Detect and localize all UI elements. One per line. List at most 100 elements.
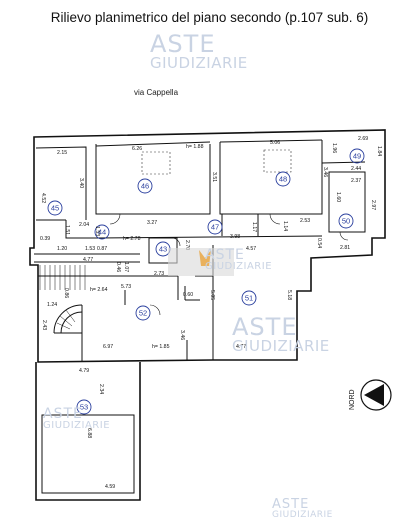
dimension-label: h= 2.78 [123,236,141,242]
dimension-label: 0.86 [63,288,69,298]
room-48-marker: 48 [275,171,291,187]
dimension-label: 2.70 [184,240,190,250]
dimension-label: 1.14 [282,221,288,231]
dimension-label: 4.79 [79,368,89,374]
door-swings [109,213,349,316]
dimension-label: 6.88 [86,428,92,438]
room-49-marker: 49 [349,148,365,164]
dimension-label: 6.26 [132,146,142,152]
room-53-marker: 53 [76,399,92,415]
watermark-logo-center: ASTE GIUDIZIARIE [232,315,330,354]
room-43-label: 43 [159,245,167,254]
watermark-line2: GIUDIZIARIE [205,261,273,272]
room-50-marker: 50 [338,213,354,229]
dimension-label: 2.04 [79,222,89,228]
dimension-label: 2.69 [358,136,368,142]
dimension-label: 4.52 [40,193,46,203]
room-45-marker: 45 [47,200,63,216]
compass-label: NORD [349,389,356,410]
dimension-label: 5.05 [209,290,215,300]
outer-walls [29,129,386,501]
dimension-label: 5.18 [286,290,292,300]
skylights [141,149,292,175]
dimension-label: h= 2.64 [90,287,108,293]
dimension-label: 4.59 [105,484,115,490]
room-47-marker: 47 [207,219,223,235]
room-51-label: 51 [245,294,253,303]
dimension-label: 4.77 [83,257,93,263]
room-43-marker: 43 [155,241,171,257]
watermark-line2: GIUDIZIARIE [43,420,111,431]
watermark-line2: GIUDIZIARIE [232,337,330,355]
dimension-label: 3.46 [179,330,185,340]
dimension-label: 1.20 [57,246,67,252]
plan-title: Rilievo planimetrico del piano secondo (… [50,10,369,25]
watermark-line1: ASTE [205,247,245,263]
dimension-label: 0.46 [115,262,121,272]
dimension-labels: 2.15 6.26 h= 1.88 5.06 1.96 2.69 1.84 3.… [40,136,382,490]
dimension-label: 5.06 [270,140,280,146]
dimension-label: 2.81 [340,245,350,251]
dimension-label: 1.07 [123,262,129,272]
dimension-label: 2.53 [300,218,310,224]
interior-walls [34,139,366,494]
dimension-label: 0.39 [40,236,50,242]
room-46-label: 46 [141,182,149,191]
street-label: via Cappella [134,88,179,97]
dimension-label: 1.53 [85,246,95,252]
dimension-label: 3.40 [78,178,84,188]
dimension-label: 3.27 [147,220,157,226]
dimension-label: 6.97 [103,344,113,350]
room-markers: 45 46 47 48 49 50 44 43 51 52 53 [47,148,365,415]
dimension-label: h= 1.85 [152,344,170,350]
dimension-label: 1.51 [64,225,70,235]
room-48-label: 48 [279,175,287,184]
dimension-label: h= 1.88 [186,144,204,150]
dimension-label: 4.77 [236,344,246,350]
room-52-marker: 52 [135,305,151,321]
room-53-label: 53 [80,403,88,412]
dimension-label: 3.46 [322,167,328,177]
dimension-label: 2.44 [351,166,361,172]
stair-treads [39,265,86,330]
dimension-label: 2.43 [41,320,47,330]
north-compass-icon [360,379,392,411]
room-46-marker: 46 [137,178,153,194]
room-51-marker: 51 [241,290,257,306]
room-49-label: 49 [353,152,361,161]
emblem-logo [168,248,234,276]
dimension-label: 2.73 [154,271,164,277]
dimension-label: 2.15 [57,150,67,156]
room-44-marker: 44 [94,224,110,240]
dimension-label: 2.97 [370,200,376,210]
dimension-label: 0.54 [316,238,322,248]
dimension-label: 0.60 [183,292,193,298]
dimension-label: 0.87 [97,246,107,252]
watermark-logo-balcony: ASTE GIUDIZIARIE [43,407,110,431]
room-52-label: 52 [139,309,147,318]
watermark-line2: GIUDIZIARIE [272,510,333,520]
watermark-line1: ASTE [43,406,83,422]
watermark-line2: GIUDIZIARIE [150,54,248,72]
dimension-label: 3.98 [230,234,240,240]
watermark-line1: ASTE [272,497,310,512]
room-45-label: 45 [51,204,59,213]
dimension-label: 1.84 [376,146,382,156]
dimension-label: 2.37 [351,178,361,184]
dimension-label: 5.73 [121,284,131,290]
dimension-label: 1.60 [335,192,341,202]
room-50-label: 50 [342,217,350,226]
room-44-label: 44 [98,228,106,237]
dimension-label: 4.57 [246,246,256,252]
watermark-logo-mid: ASTE GIUDIZIARIE [205,248,272,272]
dimension-label: 3.51 [211,172,217,182]
dimension-label: 1.17 [251,222,257,232]
dimension-label: 1.24 [47,302,57,308]
room-47-label: 47 [211,223,219,232]
dimension-label: 2.34 [98,384,104,394]
dimension-label: 1.96 [331,143,337,153]
dimension-label: 1.53 [94,226,100,236]
watermark-logo-bottom: ASTE GIUDIZIARIE [272,498,333,520]
watermark-logo-top: ASTE GIUDIZIARIE [150,32,248,71]
